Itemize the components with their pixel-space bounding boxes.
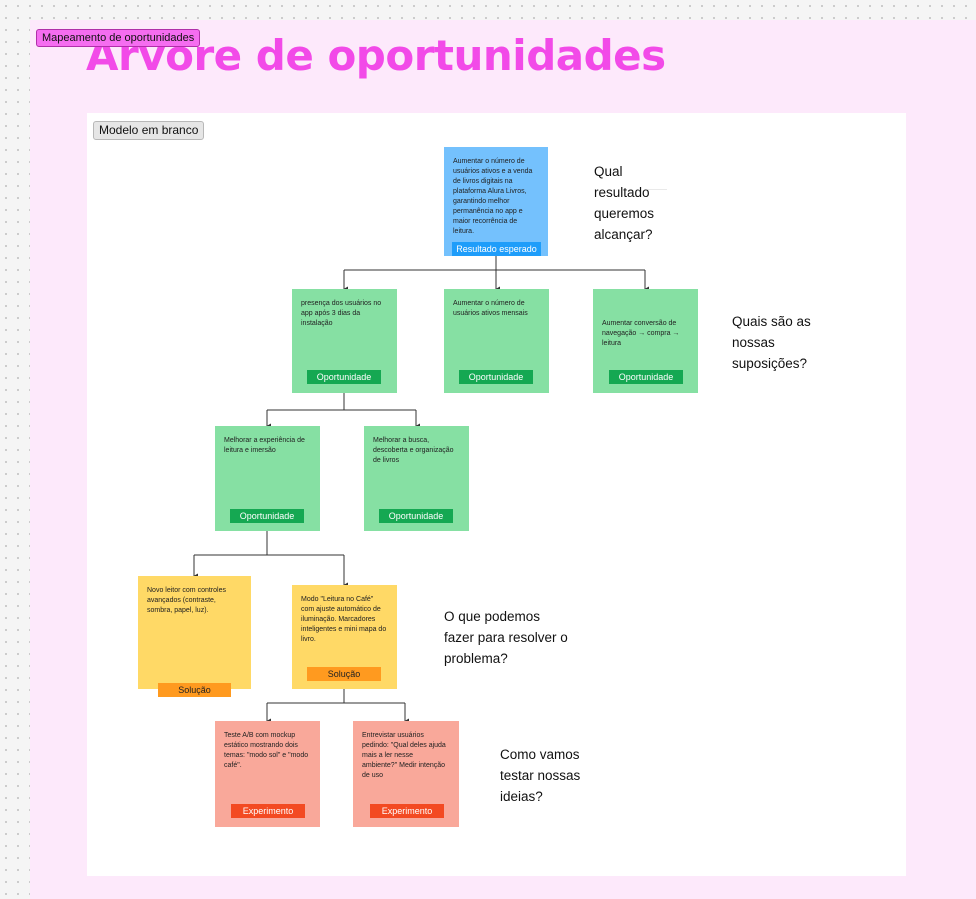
sticky-text: Melhorar a experiência de leitura e imer…: [224, 437, 305, 454]
question-testar-ideias[interactable]: Como vamos testar nossas ideias?: [500, 747, 581, 804]
connector-sol2: [267, 689, 405, 704]
tag-experimento[interactable]: Experimento: [231, 804, 305, 818]
sticky-text: Modo "Leitura no Café" com ajuste automá…: [301, 596, 387, 643]
tag-oportunidade[interactable]: Oportunidade: [379, 509, 453, 523]
question-resultado[interactable]: Qual resultado queremos alcançar?: [594, 164, 655, 242]
tag-resultado-esperado[interactable]: Resultado esperado: [452, 242, 541, 256]
section-label[interactable]: Mapeamento de oportunidades: [36, 29, 201, 47]
sticky-text: Novo leitor com controles avançados (con…: [147, 587, 226, 614]
sticky-solucao-novo-leitor[interactable]: Novo leitor com controles avançados (con…: [138, 576, 251, 689]
connector-opp4: [194, 531, 344, 556]
connector-result: [344, 256, 645, 271]
tag-experimento[interactable]: Experimento: [370, 804, 444, 818]
sticky-text: presença dos usuários no app após 3 dias…: [301, 300, 382, 327]
tiny-annotation: ——————————: [647, 189, 667, 191]
sticky-resultado-esperado[interactable]: Aumentar o número de usuários ativos e a…: [444, 147, 548, 256]
sticky-text: Melhorar a busca, descoberta e organizaç…: [373, 437, 454, 464]
sticky-text: Teste A/B com mockup estático mostrando …: [224, 732, 309, 769]
tag-oportunidade[interactable]: Oportunidade: [230, 509, 304, 523]
sticky-text: Aumentar o número de usuários ativos e a…: [453, 158, 533, 235]
tag-oportunidade[interactable]: Oportunidade: [307, 370, 381, 384]
sticky-text: Entrevistar usuários pedindo: "Qual dele…: [362, 732, 446, 779]
tag-solucao[interactable]: Solução: [158, 683, 231, 697]
connector-opp1: [267, 393, 416, 411]
sticky-text: Aumentar conversão de navegação → compra…: [602, 320, 680, 347]
tag-solucao[interactable]: Solução: [307, 667, 381, 681]
question-resolver-problema[interactable]: O que podemos fazer para resolver o prob…: [444, 609, 568, 666]
tag-oportunidade[interactable]: Oportunidade: [609, 370, 683, 384]
sticky-text: Aumentar o número de usuários ativos men…: [453, 300, 528, 317]
tag-oportunidade[interactable]: Oportunidade: [459, 370, 533, 384]
question-suposicoes[interactable]: Quais são as nossas suposições?: [732, 314, 811, 371]
frame-label[interactable]: Modelo em branco: [93, 121, 205, 140]
